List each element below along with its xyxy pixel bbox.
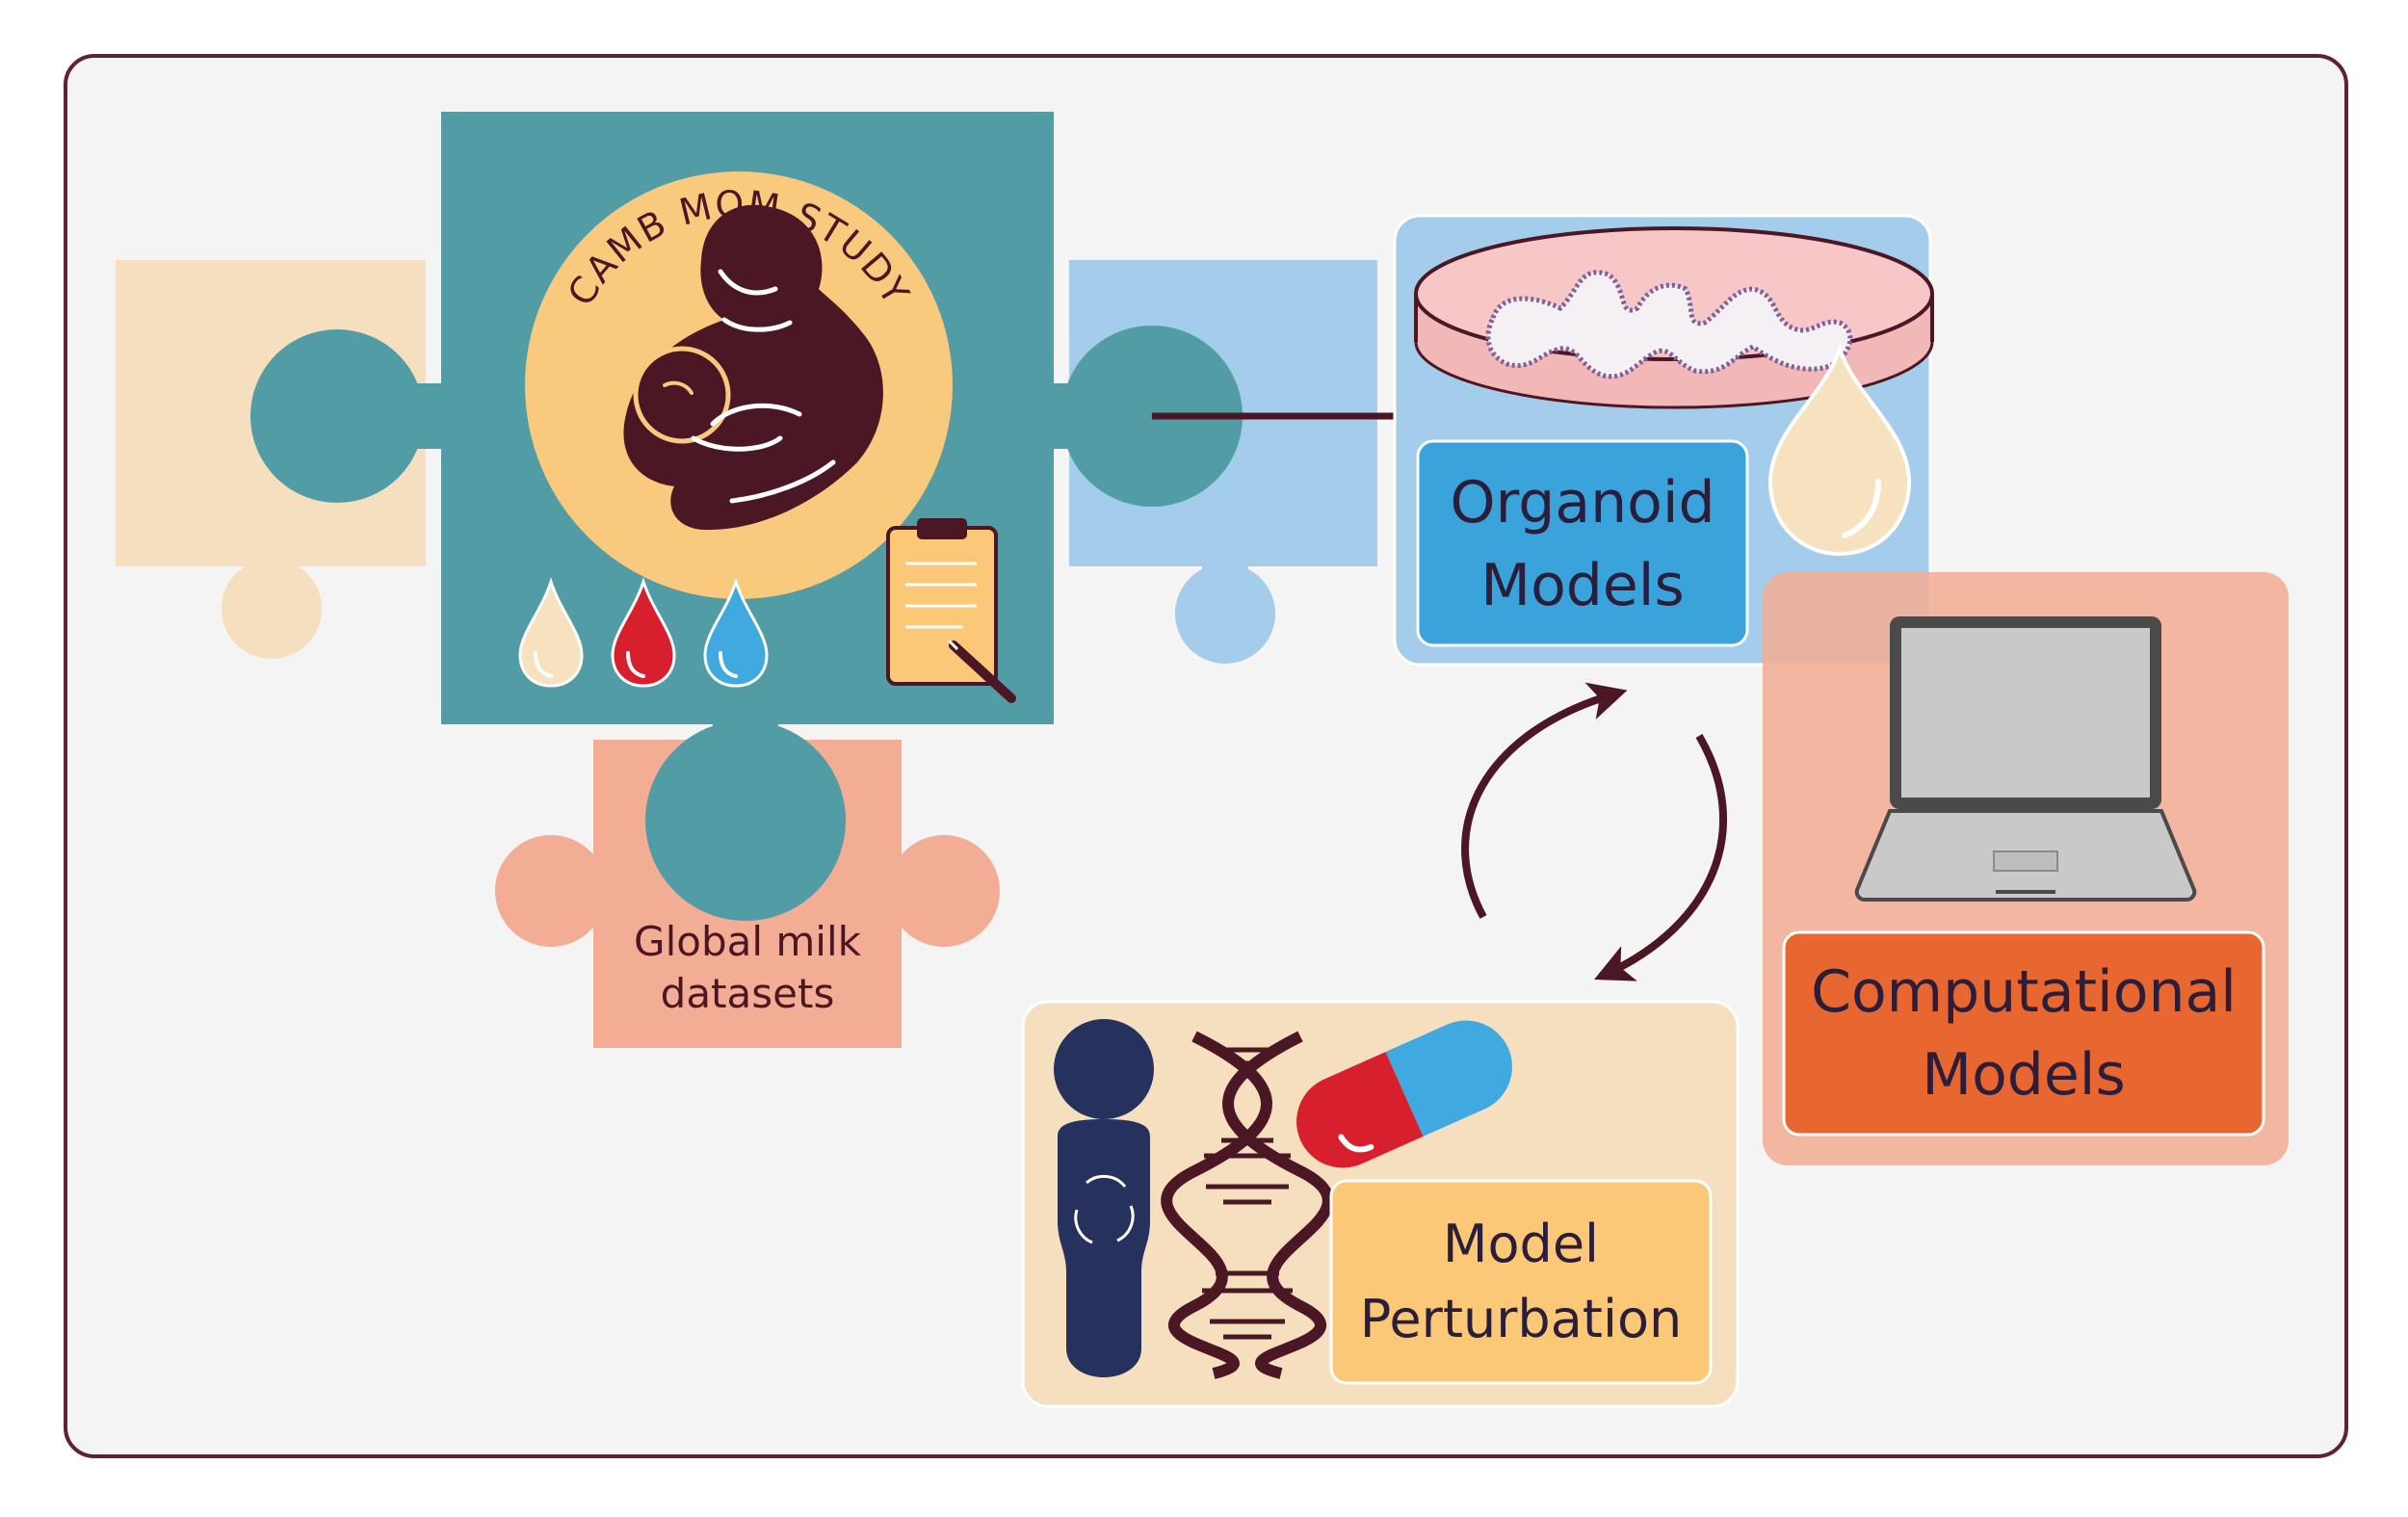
perturbation-panel: Model Perturbation xyxy=(1021,1000,1740,1408)
petri-dish-organoid-icon xyxy=(1414,226,1934,409)
water-drop-icon xyxy=(703,577,769,688)
computational-panel: Computational Models xyxy=(1763,572,2289,1165)
cycle-arrow-up xyxy=(1461,682,1628,919)
model-perturbation-box xyxy=(1329,1179,1713,1385)
organoid-panel: Organoid Models xyxy=(1393,214,1934,667)
organoid-label-line1: Organoid xyxy=(1450,469,1714,536)
laptop-icon xyxy=(1854,616,2197,902)
perturbation-label-line1: Model xyxy=(1443,1214,1599,1274)
organoid-models-box xyxy=(1416,439,1749,647)
computational-label-line1: Computational xyxy=(1811,958,2237,1026)
milk-drop-icon xyxy=(518,577,584,688)
mother-nursing-icon xyxy=(623,204,883,531)
clipboard-icon xyxy=(886,518,1016,703)
global-milk-label-line2: datasets xyxy=(661,970,835,1017)
milk-drop-large-icon xyxy=(1767,342,1912,557)
perturbation-label-line2: Perturbation xyxy=(1360,1289,1682,1349)
computational-models-box xyxy=(1782,930,2265,1137)
salmon-puzzle-piece xyxy=(495,740,1000,1048)
cycle-arrow-down xyxy=(1594,733,1728,981)
global-milk-label-line1: Global milk xyxy=(634,918,862,965)
person-icon xyxy=(1054,1019,1154,1377)
capsule-pill-icon xyxy=(1296,1020,1512,1168)
blood-drop-icon xyxy=(611,577,676,688)
dna-helix-icon xyxy=(1161,1031,1334,1379)
organoid-label-line2: Models xyxy=(1480,552,1684,619)
computational-label-line2: Models xyxy=(1922,1041,2125,1109)
